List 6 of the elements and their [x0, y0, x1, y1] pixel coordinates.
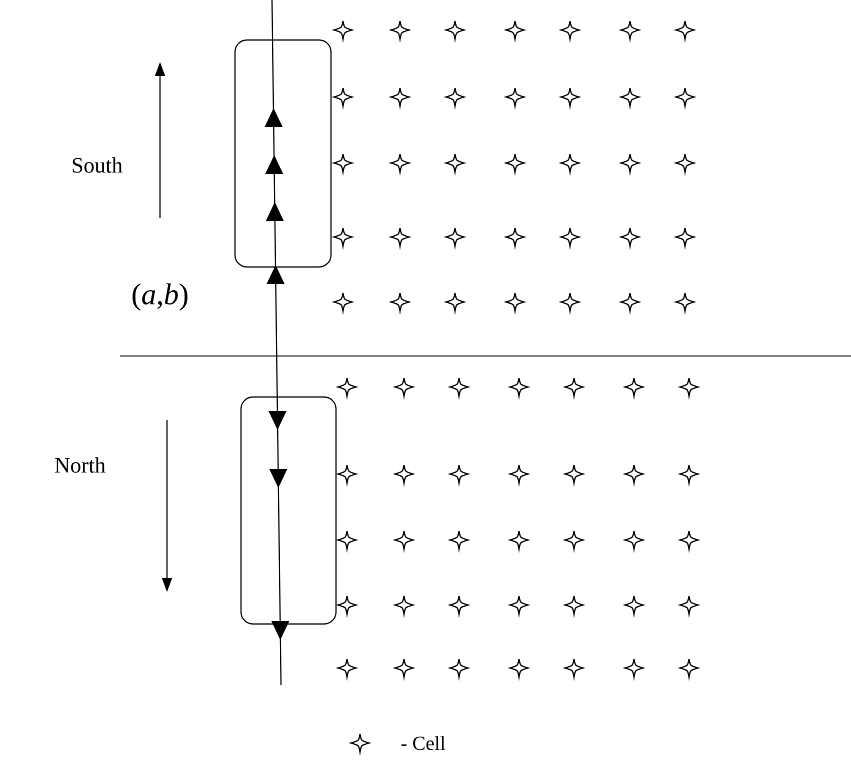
direction-label: (a,b) — [132, 283, 188, 311]
vehicle-box — [240, 396, 337, 625]
direction-label: South — [72, 157, 122, 173]
vehicle-box — [234, 39, 332, 268]
legend-label: - Cell — [401, 736, 446, 750]
direction-label: North — [54, 457, 106, 473]
